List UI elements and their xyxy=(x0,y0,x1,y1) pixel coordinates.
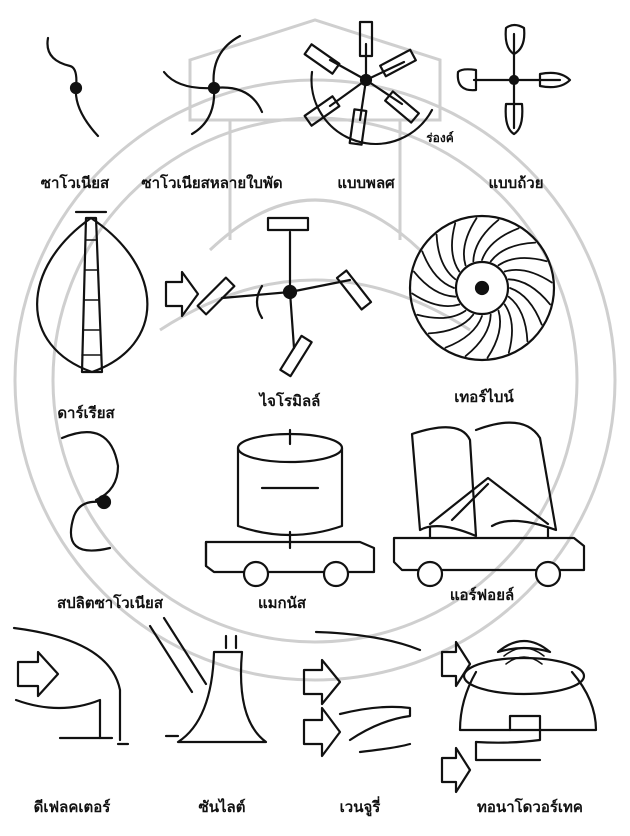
cup-rotor xyxy=(458,25,570,134)
label-tornado-vortex: ทอนาโดวอร์เทค xyxy=(477,800,583,815)
label-darrieus: ดาร์เรียส xyxy=(57,406,114,421)
label-cup: แบบถ้วย xyxy=(488,176,543,191)
deflector-device xyxy=(14,628,128,744)
label-airfoil: แอร์ฟอยล์ xyxy=(450,588,514,603)
paddle-rotor xyxy=(305,22,432,145)
turbine-vane xyxy=(510,288,542,325)
turbine-vane xyxy=(505,305,512,353)
turbine-vane xyxy=(464,218,477,265)
label-deflector: ดีเฟลคเตอร์ xyxy=(34,800,111,815)
solar-chimney-device xyxy=(150,618,266,742)
turbine-vane xyxy=(466,315,491,357)
turbine-vane xyxy=(422,251,454,288)
label-magnus: แมกนัส xyxy=(258,596,306,611)
turbine-vane xyxy=(505,270,552,283)
turbine-vane xyxy=(414,272,456,297)
venturi-device xyxy=(304,632,420,756)
multi-blade-savonius-rotor xyxy=(164,36,262,134)
label-sunlight: ซันไลต์ xyxy=(199,800,246,815)
turbine-vane xyxy=(412,294,459,307)
turbine-vane xyxy=(473,220,498,262)
darrieus-rotor xyxy=(37,212,147,372)
savonius-rotor xyxy=(47,38,98,136)
label-savonius: ซาโวเนียส xyxy=(41,176,109,191)
label-savonius-multi-blade: ซาโวเนียสหลายใบพัด xyxy=(141,176,282,191)
cross-flow-turbine-rotor xyxy=(410,216,554,360)
split-savonius-rotor xyxy=(62,432,118,550)
label-paddle: แบบพลศ xyxy=(337,176,394,191)
turbine-vane xyxy=(482,228,519,260)
turbine-vane xyxy=(499,258,547,265)
label-turbine: เทอร์ไบน์ xyxy=(454,390,513,405)
magnus-rotor xyxy=(206,430,374,586)
gyromill-rotor xyxy=(166,218,371,376)
airfoil-rotor xyxy=(394,423,584,586)
label-cup-shield-note: ร่องค์ xyxy=(426,132,454,144)
label-gyromill: ไจโรมิลล์ xyxy=(260,394,321,409)
turbine-vane xyxy=(488,311,501,358)
turbine-vane xyxy=(452,223,459,271)
tornado-vortex-tower xyxy=(442,641,596,792)
turbine-vane xyxy=(417,311,465,318)
turbine-vane xyxy=(445,316,482,348)
label-venturi: เวนจูรี่ xyxy=(340,800,381,815)
turbine-vane xyxy=(509,279,550,304)
label-split-savonius: สปลิตซาโวเนียส xyxy=(57,596,163,611)
